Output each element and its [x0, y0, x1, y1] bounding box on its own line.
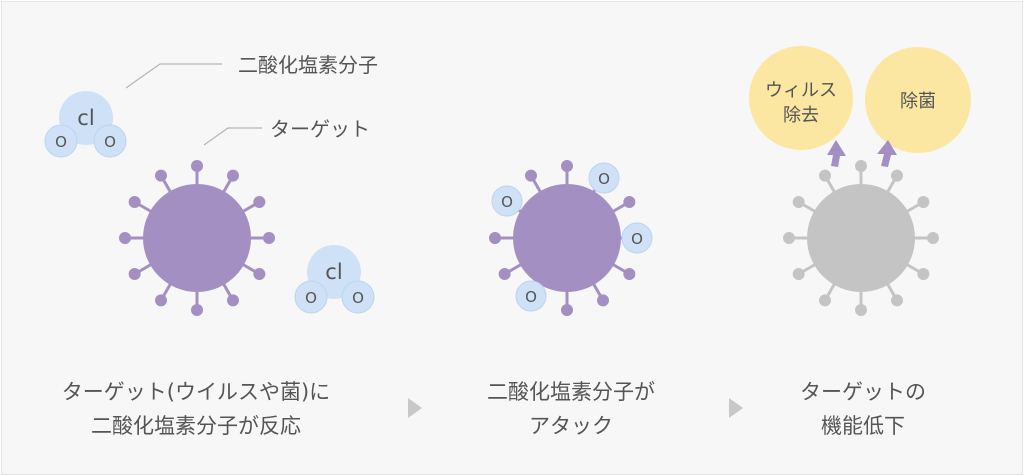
virus-spike-knob — [128, 268, 141, 280]
virus-spike-knob — [119, 232, 131, 244]
virus-spike-knob — [191, 160, 203, 172]
step-1-line2: 二酸化塩素分子が反応 — [91, 414, 301, 438]
virus-spike-knob — [855, 160, 867, 172]
step-3-line1: ターゲットの — [800, 380, 926, 404]
virus-spike-knob — [819, 294, 831, 307]
step-2-caption: 二酸化塩素分子が アタック — [446, 375, 696, 443]
step-2-line2: アタック — [529, 414, 613, 438]
step-arrow-1 — [408, 398, 422, 418]
virus-spike-knob — [891, 294, 903, 307]
oxygen-atom — [491, 185, 523, 217]
virus-spike-knob — [891, 169, 903, 182]
o-label: O — [55, 133, 67, 151]
virus-spike-knob — [227, 294, 239, 307]
virus-spike-knob — [623, 268, 636, 280]
o-label: O — [631, 230, 643, 248]
virus-target — [119, 160, 275, 316]
arrow-up-icon — [877, 140, 897, 167]
label-chlorine-dioxide: 二酸化塩素分子 — [238, 53, 378, 77]
molecule-o-atom — [44, 124, 78, 158]
step-arrow-2 — [729, 398, 743, 418]
virus-spike-knob — [155, 169, 167, 182]
result-virus-removal-bubble — [749, 46, 853, 150]
o-label: O — [598, 170, 610, 188]
step-1-caption: ターゲット(ウイルスや菌)に 二酸化塩素分子が反応 — [0, 375, 392, 443]
label-target: ターゲット — [270, 117, 370, 141]
oxygen-atom — [621, 222, 653, 254]
virus-spike-knob — [597, 294, 609, 307]
virus-spike-knob — [253, 268, 266, 280]
molecule-o-atom — [341, 280, 375, 314]
virus-spike-knob — [498, 268, 511, 280]
virus-spike-knob — [623, 196, 636, 208]
cl-label: cl — [325, 260, 342, 284]
virus-spike-knob — [792, 268, 805, 280]
step-3-line2: 機能低下 — [821, 414, 905, 438]
oxygen-atom — [588, 162, 620, 194]
result-bubbles: ウィルス 除去 除菌 — [749, 46, 971, 153]
virus-spike-knob — [561, 160, 573, 172]
attacking-oxygen-atoms: O O O O — [491, 162, 653, 312]
virus-spike-knob — [253, 196, 266, 208]
molecule-2: cl O O — [294, 245, 375, 314]
virus-spike-knob — [927, 232, 939, 244]
o-label: O — [305, 289, 317, 307]
result-virus-removal-line2: 除去 — [783, 105, 819, 126]
virus-spike-knob — [819, 169, 831, 182]
virus-spike-knob — [917, 268, 930, 280]
virus-spike-knob — [263, 232, 275, 244]
molecule-o-atom — [294, 280, 328, 314]
step-1-line1: ターゲット(ウイルスや菌)に — [61, 380, 331, 404]
virus-body — [807, 184, 915, 292]
virus-spike-knob — [855, 304, 867, 316]
result-virus-removal-line1: ウィルス — [765, 80, 837, 101]
virus-spike-knob — [191, 304, 203, 316]
virus-spike-knob — [489, 232, 501, 244]
result-sterilization-label: 除菌 — [900, 91, 936, 112]
oxygen-atom — [515, 280, 547, 312]
arrow-up-icon — [827, 140, 846, 167]
virus-spike-knob — [561, 304, 573, 316]
virus-spike-knob — [155, 294, 167, 307]
leader-line-molecule — [125, 63, 222, 89]
virus-spike-knob — [917, 196, 930, 208]
o-label: O — [525, 288, 537, 306]
step-2-line1: 二酸化塩素分子が — [487, 380, 655, 404]
result-sterilization-bubble — [865, 47, 971, 153]
o-label: O — [352, 289, 364, 307]
cl-label: cl — [77, 106, 94, 130]
virus-spike-knob — [128, 196, 141, 208]
o-label: O — [501, 193, 513, 211]
virus-spike-knob — [227, 169, 239, 182]
virus-spike-knob — [525, 169, 537, 182]
o-label: O — [104, 133, 116, 151]
virus-inactivated — [783, 160, 939, 316]
molecule-o-atom — [93, 124, 127, 158]
molecule-1: cl O O — [44, 91, 127, 158]
virus-spike-knob — [783, 232, 795, 244]
virus-body — [513, 184, 621, 292]
step-3-caption: ターゲットの 機能低下 — [763, 375, 963, 443]
virus-body — [143, 184, 251, 292]
leader-line-target — [203, 127, 262, 146]
virus-spike-knob — [792, 196, 805, 208]
